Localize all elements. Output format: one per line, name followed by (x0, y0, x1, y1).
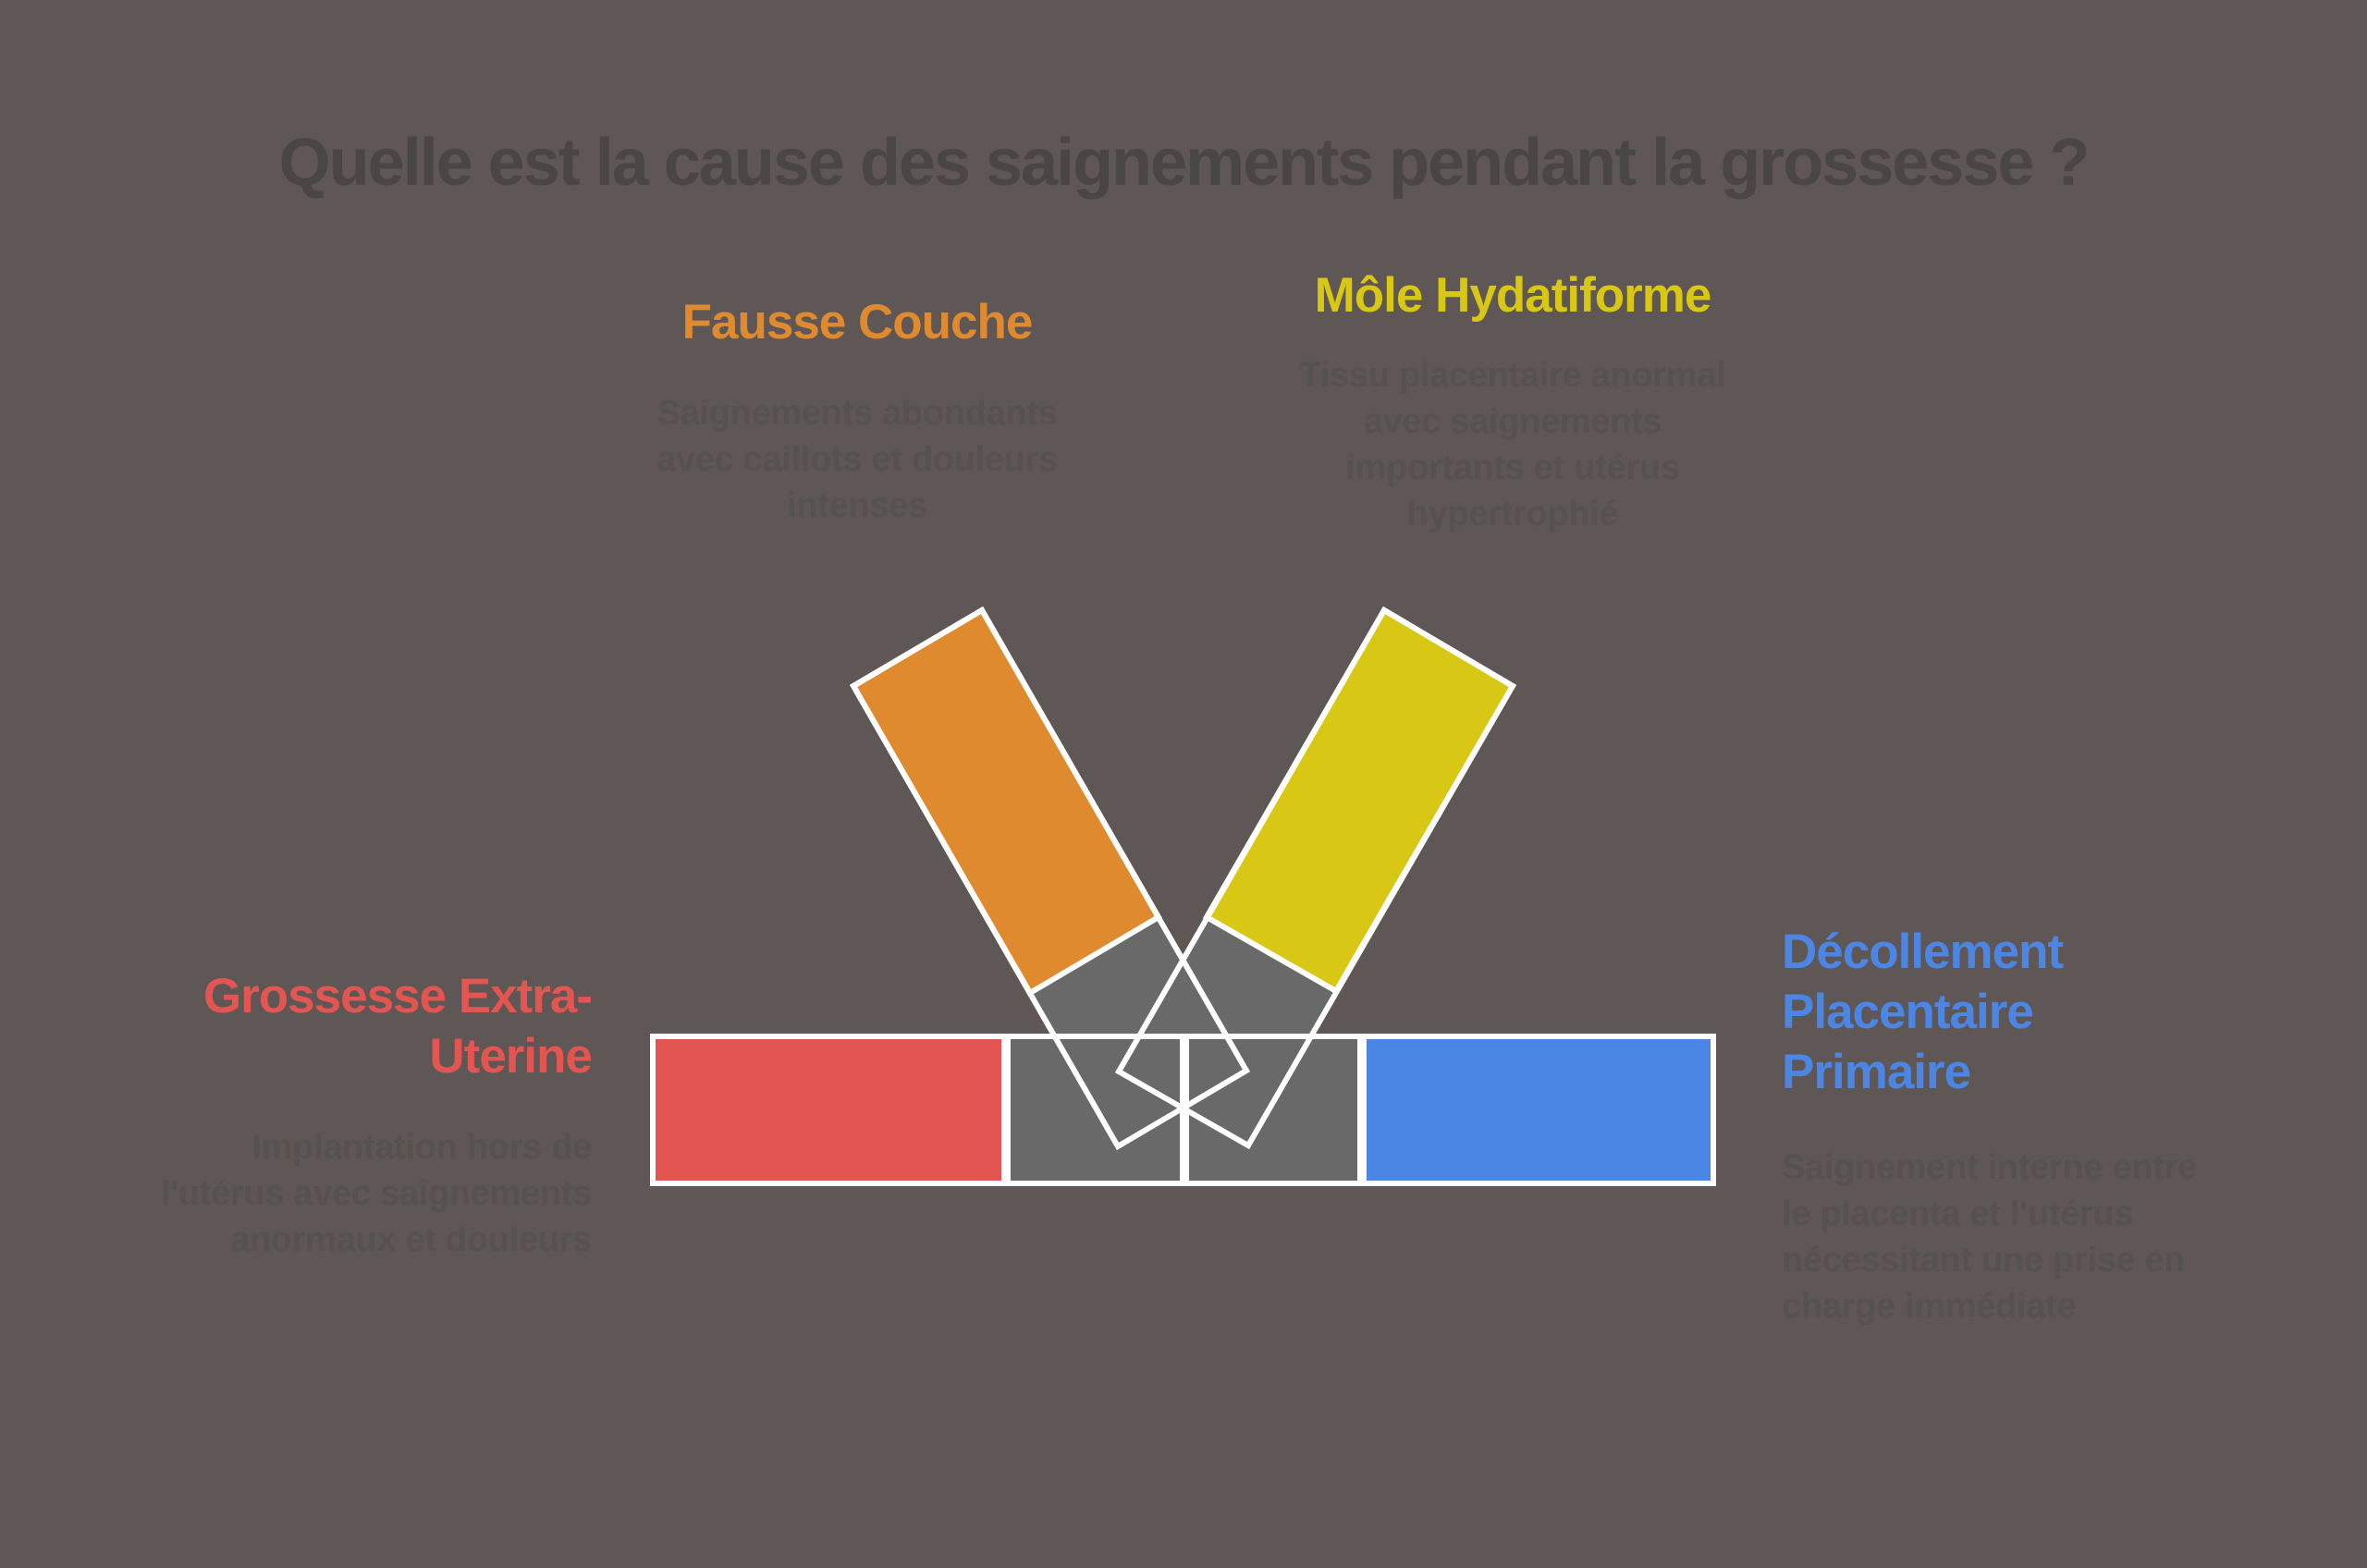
blue-bar-segment-outline (1361, 1034, 1716, 1186)
diagram-fills (653, 610, 1713, 1183)
section-description-grossesse-extra-uterine: Implantation hors de l'utérus avec saign… (160, 1128, 592, 1259)
red-bar-segment (653, 1036, 1004, 1183)
diagram-outlines (650, 606, 1716, 1186)
red-bar-segment-outline (650, 1034, 1007, 1186)
section-heading-decollement-placentaire-primaire: Décollement Placentaire Primaire (1782, 925, 2064, 1099)
section-heading-mole-hydatiforme: Môle Hydatiforme (1314, 268, 1712, 323)
yellow-ribbon-body-outline (1202, 606, 1517, 996)
section-description-decollement-placentaire-primaire: Saignement interne entre le placenta et … (1782, 1148, 2197, 1326)
section-decollement-placentaire-primaire: Décollement Placentaire Primaire Saignem… (1782, 922, 2318, 1329)
page-title: Quelle est la cause des saignements pend… (278, 126, 2091, 200)
section-description-mole-hydatiforme: Tissu placentaire anormal avec saignemen… (1299, 356, 1726, 533)
section-mole-hydatiforme: Môle Hydatiforme Tissu placentaire anorm… (1263, 265, 1762, 537)
section-grossesse-extra-uterine: Grossesse Extra- Uterine Implantation ho… (74, 966, 593, 1263)
blue-bar-segment (1364, 1036, 1713, 1183)
section-fausse-couche: Fausse Couche Saignements abondants avec… (598, 292, 1116, 529)
yellow-ribbon-body (1207, 610, 1513, 991)
section-heading-fausse-couche: Fausse Couche (681, 295, 1034, 349)
section-heading-grossesse-extra-uterine: Grossesse Extra- Uterine (202, 969, 593, 1084)
section-description-fausse-couche: Saignements abondants avec caillots et d… (656, 394, 1058, 525)
orange-ribbon-body-outline (849, 606, 1163, 998)
orange-ribbon-body (853, 610, 1159, 993)
